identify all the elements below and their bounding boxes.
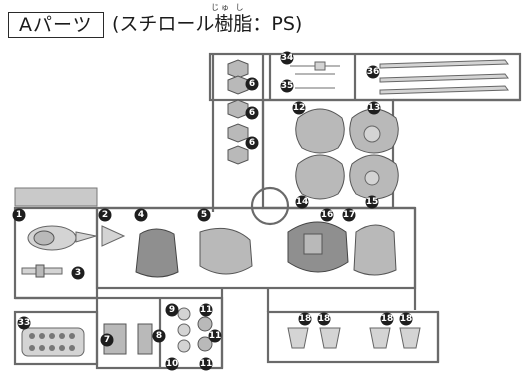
svg-text:11: 11: [200, 305, 213, 315]
part-number-18c: 18: [380, 312, 394, 326]
svg-text:8: 8: [156, 331, 162, 341]
part-number-6b: 6: [245, 106, 259, 120]
part-number-33: 33: [17, 316, 31, 330]
part-number-36: 36: [366, 65, 380, 79]
svg-text:35: 35: [281, 81, 294, 91]
part-number-3: 3: [71, 266, 85, 280]
part-number-35: 35: [280, 79, 294, 93]
svg-text:1: 1: [16, 210, 22, 220]
svg-text:18: 18: [318, 314, 331, 324]
svg-text:6: 6: [249, 79, 255, 89]
svg-text:14: 14: [296, 197, 309, 207]
svg-text:18: 18: [299, 314, 312, 324]
part-number-1: 1: [12, 208, 26, 222]
svg-text:4: 4: [138, 210, 144, 220]
svg-text:18: 18: [400, 314, 413, 324]
part-number-4: 4: [134, 208, 148, 222]
part-number-18b: 18: [317, 312, 331, 326]
runner-frame: [13, 52, 522, 370]
part-number-6c: 6: [245, 136, 259, 150]
svg-text:36: 36: [367, 67, 380, 77]
part-number-16: 16: [320, 208, 334, 222]
part-number-11a: 11: [199, 303, 213, 317]
part-number-5: 5: [197, 208, 211, 222]
part-number-11b: 11: [199, 357, 213, 371]
svg-text:18: 18: [381, 314, 394, 324]
svg-text:12: 12: [293, 103, 306, 113]
part-number-9: 9: [165, 303, 179, 317]
svg-text:13: 13: [368, 103, 381, 113]
part-number-34: 34: [280, 51, 294, 65]
part-number-10: 10: [165, 357, 179, 371]
svg-text:6: 6: [249, 108, 255, 118]
ruby-text: じゅ し: [211, 3, 246, 12]
part-number-17: 17: [342, 208, 356, 222]
svg-text:17: 17: [343, 210, 356, 220]
part-number-15: 15: [365, 195, 379, 209]
svg-text:10: 10: [166, 359, 179, 369]
svg-text:11: 11: [200, 359, 213, 369]
part-number-14: 14: [295, 195, 309, 209]
part-number-11c: 11: [208, 329, 222, 343]
svg-text:9: 9: [169, 305, 175, 315]
part-number-8: 8: [152, 329, 166, 343]
svg-text:34: 34: [281, 53, 294, 63]
svg-text:5: 5: [201, 210, 207, 220]
part-number-12: 12: [292, 101, 306, 115]
svg-text:15: 15: [366, 197, 379, 207]
material-label: (スチロール樹脂：PS): [112, 13, 303, 35]
part-number-2: 2: [98, 208, 112, 222]
part-number-18d: 18: [399, 312, 413, 326]
parts: [21, 59, 509, 357]
part-number-7: 7: [100, 333, 114, 347]
svg-text:3: 3: [75, 268, 81, 278]
part-number-18a: 18: [298, 312, 312, 326]
svg-text:2: 2: [102, 210, 108, 220]
svg-text:6: 6: [249, 138, 255, 148]
svg-text:16: 16: [321, 210, 334, 220]
svg-text:11: 11: [209, 331, 222, 341]
part-number-13: 13: [367, 101, 381, 115]
svg-text:33: 33: [18, 318, 31, 328]
part-number-6a: 6: [245, 77, 259, 91]
svg-text:7: 7: [104, 335, 110, 345]
parts-label: Aパーツ: [8, 12, 104, 38]
